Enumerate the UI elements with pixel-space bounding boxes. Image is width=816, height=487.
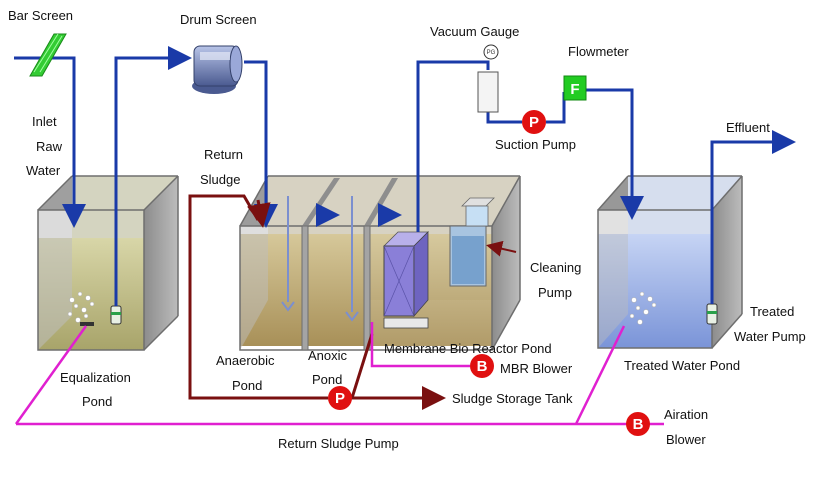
gauge-badge-label: PG [487,50,496,56]
cleaning-pump-label-line2: Pump [538,285,572,300]
cleaning-pump-label-line1: Cleaning [530,260,581,275]
inlet-label-line2: Raw [36,139,63,154]
treated-water-pump-label-line2: Water Pump [734,329,806,344]
anaerobic-pond-label-line1: Anaerobic [216,353,275,368]
anoxic-pond-label-line1: Anoxic [308,348,348,363]
mbr-air-pipe [370,322,470,368]
return-sludge-pump-icon: P [328,386,352,410]
return-sludge-label-line1: Return [204,147,243,162]
equalization-pond-label-line2: Pond [82,394,112,409]
drum-screen-icon [192,45,243,94]
compartment-partition-1 [301,178,340,351]
treated-submersible-pump-icon [706,303,718,325]
mbr-blower-badge-label: B [477,358,488,375]
return-pump-badge-label: P [335,390,345,407]
inlet-label-line3: Water [26,163,61,178]
mixer-anoxic-icon [345,196,359,322]
sludge-lines [188,194,446,410]
vacuum-gauge-label: Vacuum Gauge [430,24,519,39]
labels: Bar Screen Drum Screen Vacuum Gauge Flow… [8,8,806,451]
anoxic-pond-label-line2: Pond [312,372,342,387]
effluent-pipe [710,130,796,304]
pump-to-flowmeter-pipe [546,92,566,124]
sludge-storage-tank-label: Sludge Storage Tank [452,391,573,406]
inlet-label-line1: Inlet [32,114,57,129]
return-sludge-pump-label: Return Sludge Pump [278,436,399,451]
flowmeter-to-treated-pipe [584,88,644,220]
equalization-pond-label-line1: Equalization [60,370,131,385]
drum-to-anaerobic-pipe [244,60,278,228]
mbr-pond-label: Membrane Bio Reactor Pond [384,341,552,356]
membrane-module-icon [383,231,429,329]
main-air-header [14,325,88,425]
suction-pump-label: Suction Pump [495,137,576,152]
treated-water-pond-label: Treated Water Pond [624,358,740,373]
equalization-pond [37,175,179,351]
drum-screen-label: Drum Screen [180,12,257,27]
water-lines [14,46,796,306]
cleaning-arrow-icon [486,240,517,257]
gauge-to-pump-pipe [486,112,522,124]
anaerobic-pond-label-line2: Pond [232,378,262,393]
equalization-submersible-pump-icon [110,305,122,325]
treated-bubbles-icon [629,291,657,325]
suction-pump-icon: P [522,110,546,134]
mbr-blower-label: MBR Blower [500,361,573,376]
airation-blower-label-line2: Blower [666,432,706,447]
suction-pump-badge-label: P [529,114,539,131]
vacuum-gauge-icon: PG [477,44,499,113]
return-sludge-label-line2: Sludge [200,172,240,187]
mbr-blower-icon: B [470,354,494,378]
equalization-diffuser-icon [80,322,94,326]
flowmeter-badge-label: F [570,81,579,98]
permeate-pipe [416,60,490,232]
effluent-label: Effluent [726,120,770,135]
airation-blower-icon: B [626,412,650,436]
equalization-bubbles-icon [67,291,95,323]
mixer-anaerobic-icon [281,196,295,312]
treated-water-pond [597,175,743,349]
bar-screen-label: Bar Screen [8,8,73,23]
flowmeter-label: Flowmeter [568,44,629,59]
cleaning-pump-tank-icon [449,197,495,287]
equalization-to-drum-pipe [114,46,192,306]
treated-water-pump-label-line1: Treated [750,304,794,319]
flowmeter-icon: F [563,75,587,101]
bar-screen-icon [29,33,67,77]
airation-blower-badge-label: B [633,416,644,433]
inlet-pipe [14,56,86,228]
airation-blower-label-line1: Airation [664,407,708,422]
